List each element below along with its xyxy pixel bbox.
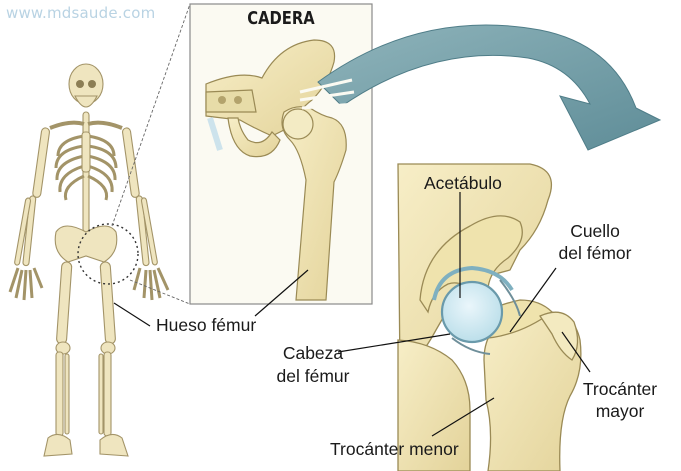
hip-panel-bones xyxy=(205,39,347,301)
right-leg xyxy=(98,261,129,457)
label-trocanter-menor: Trocánter menor xyxy=(330,439,459,459)
label-cabeza-1: Cabeza xyxy=(282,343,344,363)
sternum xyxy=(81,131,91,173)
leader-lines xyxy=(113,192,591,437)
label-trocanter-mayor-1: Trocánter xyxy=(582,379,658,399)
label-acetabulo: Acetábulo xyxy=(424,173,502,193)
hip-joint-detail xyxy=(397,163,582,471)
ribcage xyxy=(54,134,118,201)
jaw xyxy=(74,95,98,108)
zoom-arrow xyxy=(317,24,662,151)
right-arm xyxy=(122,127,170,301)
label-cuello-1: Cuello xyxy=(570,221,620,241)
left-leg xyxy=(43,261,73,457)
femoral-head xyxy=(440,280,504,344)
watermark: www.mdsaude.com xyxy=(6,4,156,22)
panel-title: CADERA xyxy=(247,8,315,29)
label-hueso-femur: Hueso fémur xyxy=(156,315,257,335)
label-cabeza-2: del fémur xyxy=(276,366,350,386)
hip-focus-circle xyxy=(77,223,139,285)
left-arm xyxy=(8,127,50,301)
label-cuello-2: del fémor xyxy=(558,243,632,263)
pelvis xyxy=(54,225,118,263)
label-trocanter-mayor-2: mayor xyxy=(595,401,645,421)
skeleton-figure xyxy=(8,63,170,457)
